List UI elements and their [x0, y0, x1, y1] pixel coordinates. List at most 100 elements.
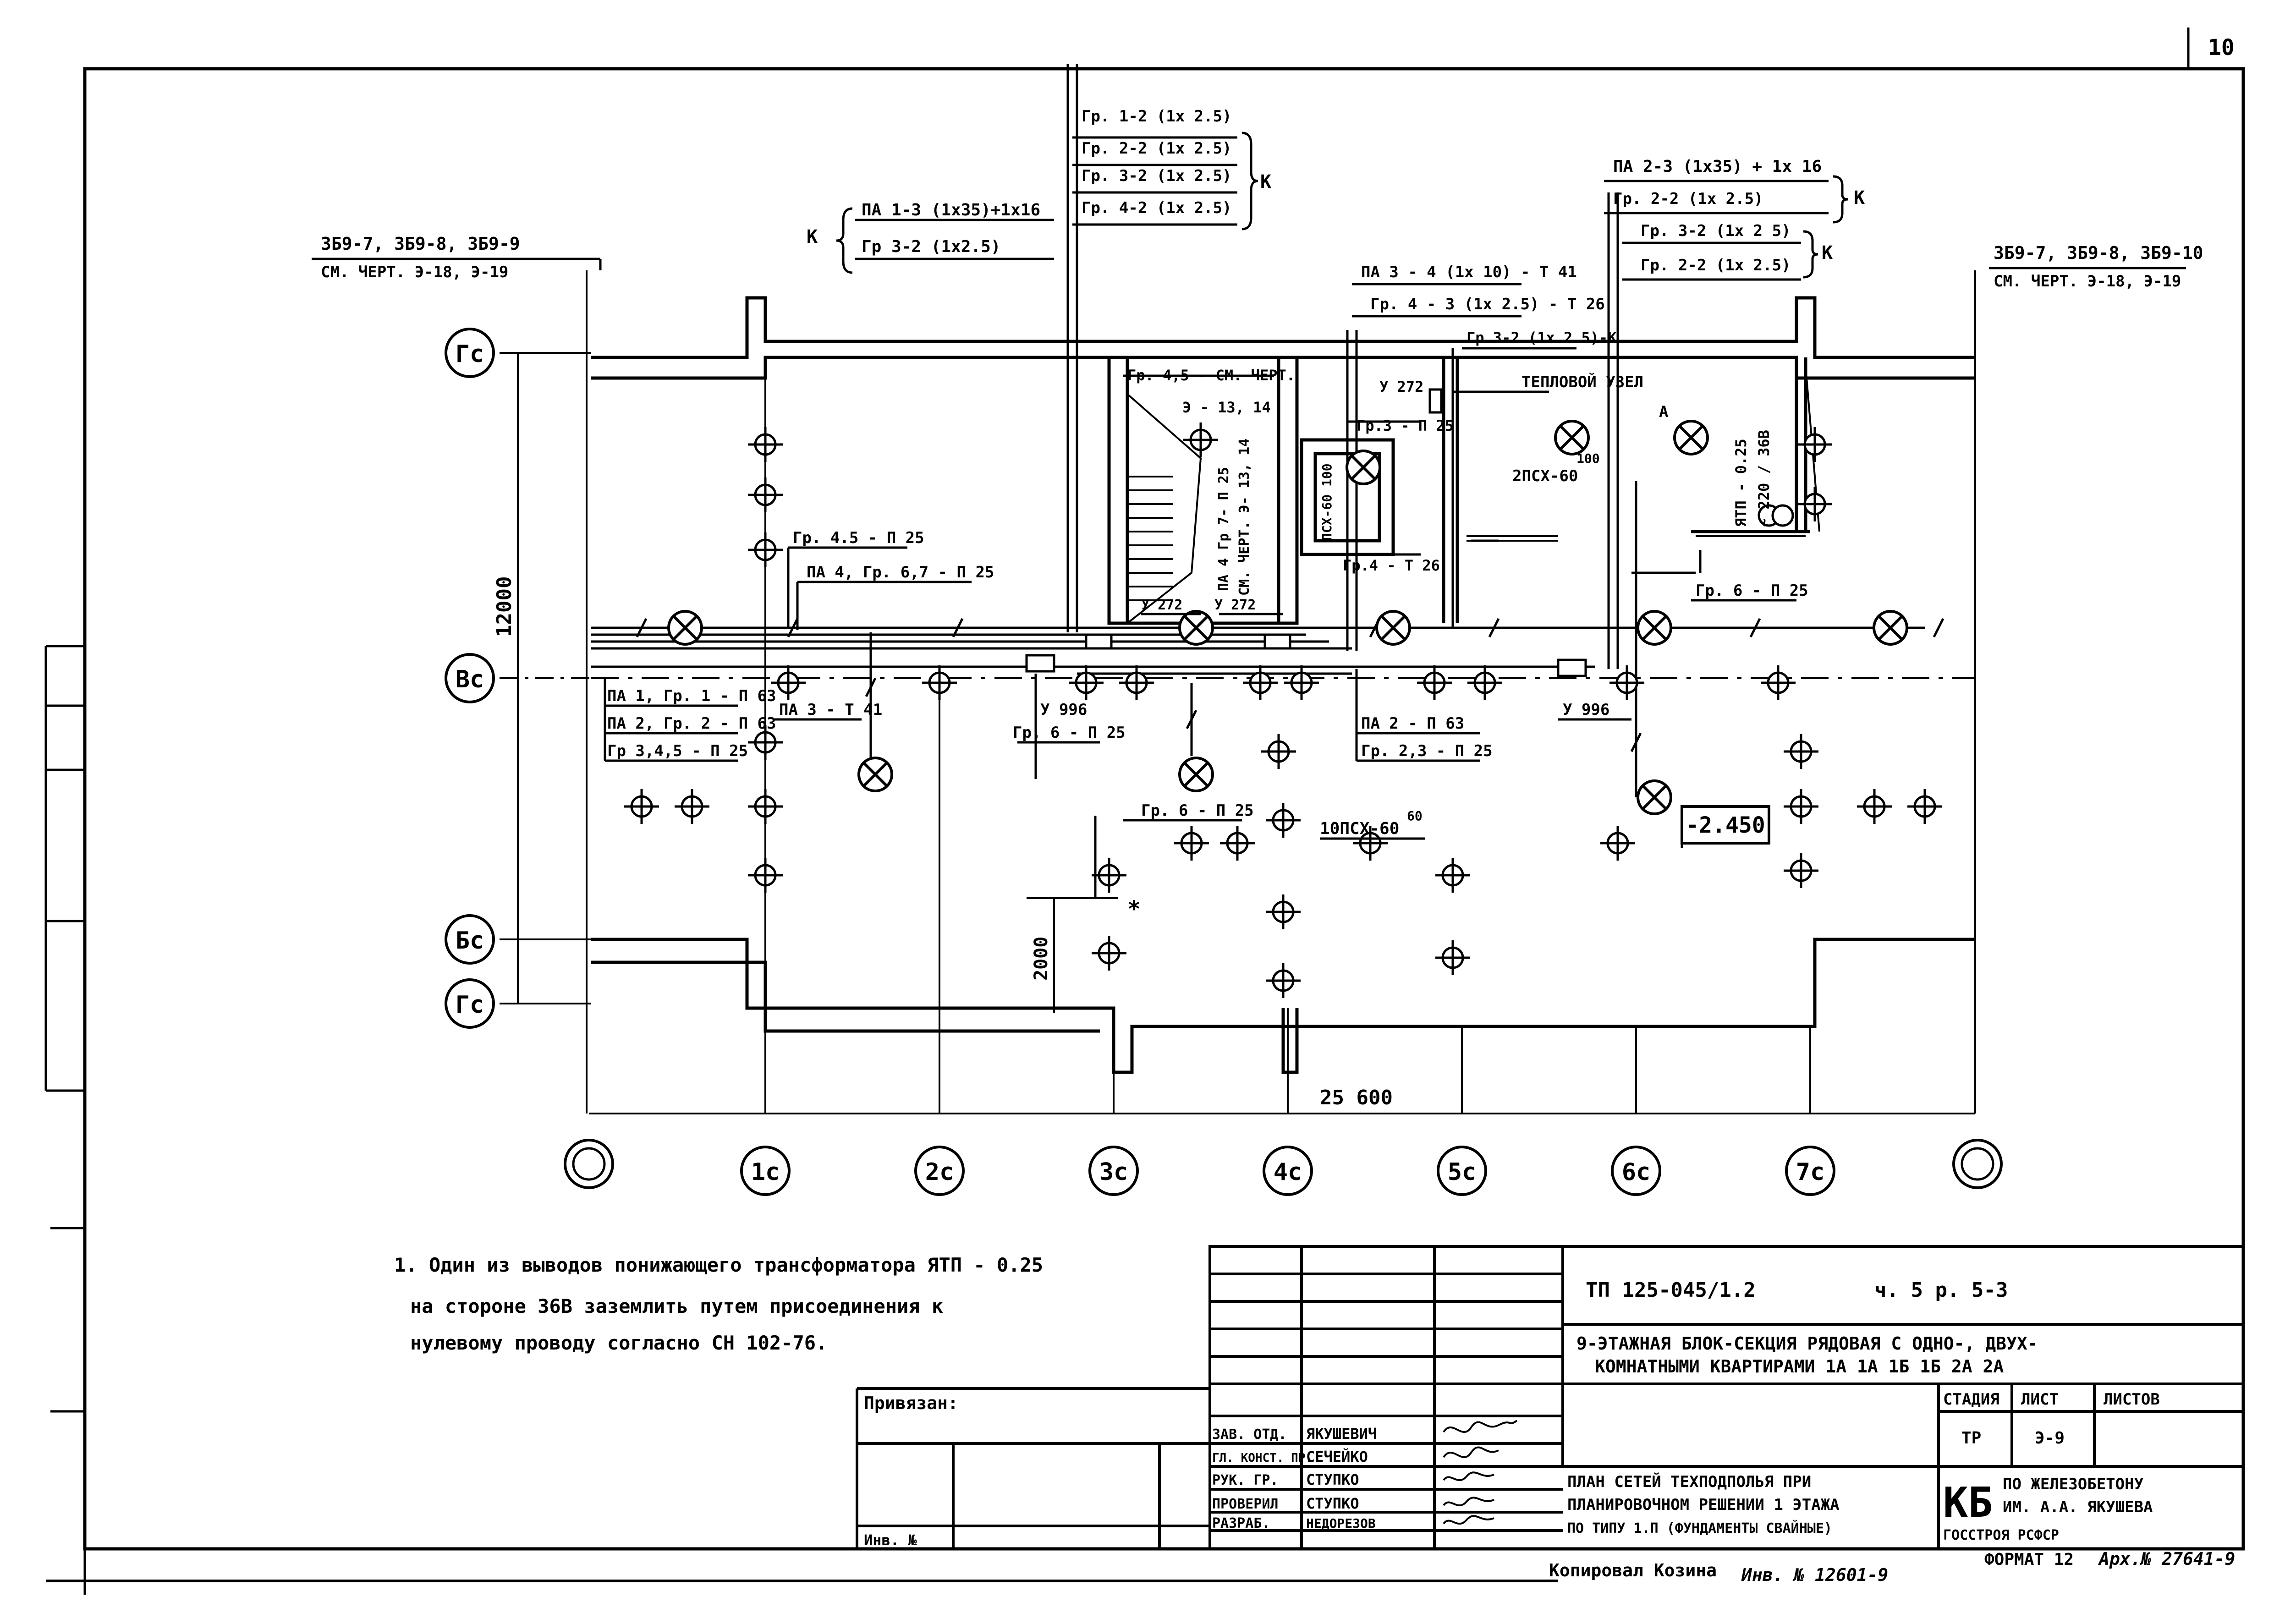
svg-text:3с: 3с: [1099, 1158, 1128, 1186]
inv-handwritten: Инв. № 12601-9: [1741, 1565, 1888, 1585]
fitting-10psx60-value: 60: [1407, 808, 1423, 823]
sheet-header: ЛИСТ: [2021, 1390, 2059, 1409]
cable-pa1-3: ПА 1-3 (1х35)+1х16: [862, 201, 1040, 219]
junction-boxes: [1025, 388, 1794, 677]
axis-number-4c: 4с: [1263, 1146, 1313, 1196]
note-line-2: на стороне 36В заземлить путем присоедин…: [410, 1295, 943, 1317]
doc-code: ТП 125-045/1.2: [1586, 1278, 1756, 1302]
brace-k: [836, 132, 1848, 279]
cable-gr1-2: Гр. 1-2 (1х 2.5): [1082, 107, 1232, 126]
cable-gr3-2-left: Гр 3-2 (1х2.5): [862, 237, 1000, 256]
dimension-width: 25 600: [1320, 1086, 1393, 1109]
cable-gr2-2-right-b: Гр. 2-2 (1х 2.5): [1641, 256, 1791, 274]
org-logo: КБ: [1943, 1479, 1993, 1527]
svg-text:7с: 7с: [1796, 1158, 1825, 1186]
fitting-2psx60: 2ПСХ-60: [1512, 467, 1578, 485]
note-line-1: 1. Один из выводов понижающего трансформ…: [394, 1254, 1043, 1276]
axis-number-1: [564, 1139, 614, 1189]
ref-top-left-2: СМ. ЧЕРТ. Э-18, Э-19: [321, 263, 508, 281]
role-0: ЗАВ. ОТД.: [1212, 1426, 1287, 1443]
svg-text:6с: 6с: [1622, 1158, 1651, 1186]
copied-by: Копировал Козина: [1549, 1560, 1717, 1580]
notes: 1. Один из выводов понижающего трансформ…: [394, 1254, 1043, 1354]
archive-number: Арх.№ 27641-9: [2098, 1549, 2235, 1569]
sheet-value: Э-9: [2035, 1429, 2065, 1448]
brace-label-left: К: [807, 226, 818, 247]
cable-gr45-p25: Гр. 4.5 - П 25: [793, 529, 924, 547]
stage-value: ТР: [1961, 1429, 1981, 1448]
svg-text:5с: 5с: [1448, 1158, 1477, 1186]
svg-text:Бс: Бс: [456, 927, 484, 955]
svg-text:Вс: Вс: [456, 666, 484, 693]
name-2: СТУПКО: [1306, 1471, 1359, 1488]
cable-ticks: [636, 618, 1944, 752]
cable-pa4-gr67: ПА 4, Гр. 6,7 - П 25: [807, 563, 994, 582]
transformer-voltage: ~ 220 / 36В: [1755, 430, 1773, 527]
callout-texts: 3Б9-7, 3Б9-8, 3Б9-9 СМ. ЧЕРТ. Э-18, Э-19…: [321, 107, 2203, 922]
footer: Копировал Козина Инв. № 12601-9 ФОРМАТ 1…: [46, 1549, 2235, 1585]
elevation-mark: -2.450: [1681, 805, 1770, 845]
ref-gr45-2: Э - 13, 14: [1182, 399, 1271, 416]
asterisk-mark: *: [1127, 896, 1141, 922]
plan-title-1: ПЛАН СЕТЕЙ ТЕХПОДПОЛЬЯ ПРИ: [1567, 1472, 1811, 1491]
name-1: СЕЧЕЙКО: [1306, 1448, 1368, 1465]
brace-label-mid: К: [1260, 171, 1271, 192]
cable-gr3-2-right: Гр. 3-2 (1х 2 5): [1641, 222, 1791, 240]
org-line-1: ПО ЖЕЛЕЗОБЕТОНУ: [2003, 1475, 2143, 1493]
org-line-3: ГОССТРОЯ РСФСР: [1943, 1527, 2059, 1543]
vert-label-pa4: ПА 4 Гр 7- П 25: [1216, 467, 1232, 591]
plan-title-3: ПО ТИПУ 1.П (ФУНДАМЕНТЫ СВАЙНЫЕ): [1567, 1520, 1832, 1536]
svg-text:2с: 2с: [925, 1158, 954, 1186]
svg-text:Гс: Гс: [456, 991, 484, 1019]
cable-pa2-p63: ПА 2 - П 63: [1361, 714, 1464, 733]
cable-pa2-gr2: ПА 2, Гр. 2 - П 63: [607, 714, 776, 733]
heat-node-label: ТЕПЛОВОЙ УЗЕЛ: [1521, 373, 1643, 391]
vert-label-ref: СМ. ЧЕРТ. Э- 13, 14: [1236, 439, 1252, 596]
brace-label-right-b: К: [1822, 242, 1833, 263]
fitting-10psx60: 10ПСХ-60: [1320, 819, 1399, 838]
axis-letter-Gc-bottom: Гс: [445, 978, 495, 1029]
org-line-2: ИМ. А.А. ЯКУШЕВА: [2003, 1498, 2153, 1516]
cable-gr3-2-k: Гр 3-2 (1х 2.5)-К: [1467, 329, 1617, 346]
heat-node-a: А: [1659, 403, 1668, 421]
transformer-ytp: ЯТП - 0.25: [1732, 439, 1750, 527]
name-4: НЕДОРЕЗОВ: [1306, 1516, 1376, 1531]
dimension-step: 2000: [1031, 937, 1052, 981]
cable-pa3-4: ПА 3 - 4 (1х 10) - Т 41: [1361, 263, 1577, 281]
axis-number-2c: 2с: [914, 1146, 965, 1196]
cable-gr345: Гр 3,4,5 - П 25: [607, 742, 748, 760]
cable-gr6-p25-c: Гр. 6 - П 25: [1141, 801, 1254, 820]
format-label: ФОРМАТ 12: [1984, 1550, 2074, 1569]
cable-gr6-p25-b: Гр. 6 - П 25: [1696, 582, 1808, 600]
role-3: ПРОВЕРИЛ: [1212, 1496, 1279, 1512]
cable-gr3-2-mid: Гр. 3-2 (1х 2.5): [1082, 167, 1232, 185]
title-block-texts: ТП 125-045/1.2 ч. 5 р. 5-3 9-ЭТАЖНАЯ БЛО…: [864, 1278, 2160, 1549]
cable-gr4-3: Гр. 4 - 3 (1х 2.5) - Т 26: [1370, 295, 1605, 313]
cable-gr2-2-right: Гр. 2-2 (1х 2.5): [1613, 190, 1763, 208]
cable-runs: [591, 64, 1925, 898]
stair: [1126, 393, 1202, 624]
axis-number-3c: 3с: [1088, 1146, 1139, 1196]
doc-part: ч. 5 р. 5-3: [1874, 1278, 2008, 1302]
fitting-2psx60-value: 100: [1576, 451, 1600, 466]
svg-text:-2.450: -2.450: [1686, 812, 1765, 838]
sheet-number: 10: [2208, 35, 2235, 60]
svg-text:4с: 4с: [1274, 1158, 1302, 1186]
cable-pa3-t41: ПА 3 - Т 41: [779, 701, 882, 719]
stage-header: СТАДИЯ: [1943, 1390, 1999, 1409]
axis-letter-Vc: Вс: [445, 653, 495, 703]
inv-label: Инв. №: [864, 1531, 917, 1549]
axis-number-1c: 1с: [740, 1146, 791, 1196]
box-y996-a: У 996: [1040, 701, 1087, 719]
title-block: [856, 1245, 2245, 1550]
doc-title-1: 9-ЭТАЖНАЯ БЛОК-СЕКЦИЯ РЯДОВАЯ С ОДНО-, Д…: [1576, 1333, 2038, 1354]
box-y272-b: У 272: [1141, 597, 1182, 613]
sheet-frame: 10: [44, 27, 2245, 1595]
doc-title-2: КОМНАТНЫМИ КВАРТИРАМИ 1А 1А 1Б 1Б 2А 2А: [1595, 1356, 2004, 1377]
role-4: РАЗРАБ.: [1212, 1515, 1270, 1531]
note-line-3: нулевому проводу согласно СН 102-76.: [410, 1332, 827, 1354]
name-3: СТУПКО: [1306, 1495, 1359, 1512]
ref-top-left-1: 3Б9-7, 3Б9-8, 3Б9-9: [321, 234, 520, 254]
axis-number-6c: 6с: [1611, 1146, 1661, 1196]
cable-gr2-2-mid: Гр. 2-2 (1х 2.5): [1082, 139, 1232, 158]
